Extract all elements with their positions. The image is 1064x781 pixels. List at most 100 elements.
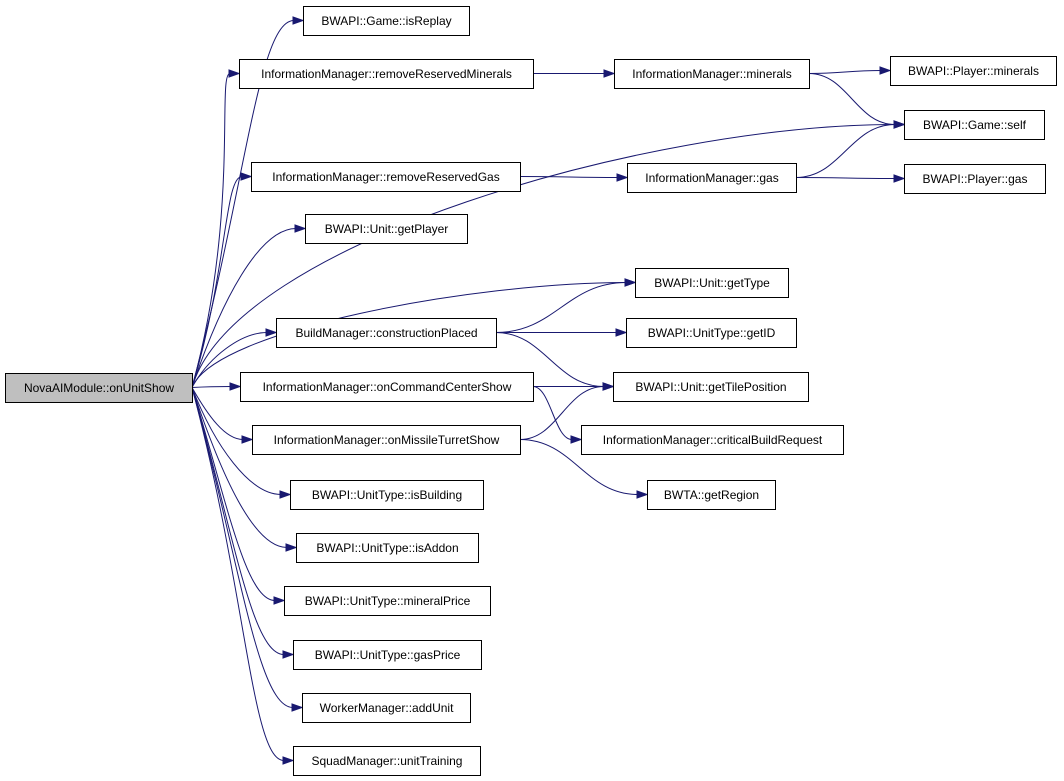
node-label: BWAPI::UnitType::isBuilding xyxy=(312,488,462,502)
node-im-removereservedminerals[interactable]: InformationManager::removeReservedMinera… xyxy=(239,59,534,89)
arrowhead-root-to-bm_constructionplaced xyxy=(265,328,278,337)
node-label: BWAPI::UnitType::gasPrice xyxy=(315,648,461,662)
arrowhead-root-to-sm_unittraining xyxy=(282,756,295,765)
node-label: BWAPI::Unit::getTilePosition xyxy=(635,380,786,394)
arrowhead-root-to-im_removereservedminerals xyxy=(228,69,241,78)
node-im-removereservedgas[interactable]: InformationManager::removeReservedGas xyxy=(251,162,521,192)
node-box xyxy=(647,480,776,510)
edge-im_minerals-to-player_minerals xyxy=(808,70,882,74)
node-game-self[interactable]: BWAPI::Game::self xyxy=(904,110,1045,140)
node-im-onmissileturretshow[interactable]: InformationManager::onMissileTurretShow xyxy=(252,425,521,455)
node-player-gas[interactable]: BWAPI::Player::gas xyxy=(904,164,1046,194)
node-box xyxy=(302,693,471,723)
node-box xyxy=(5,373,193,403)
node-label: BWAPI::Unit::getPlayer xyxy=(325,222,449,236)
node-unittype-mineralprice[interactable]: BWAPI::UnitType::mineralPrice xyxy=(284,586,491,616)
node-box xyxy=(613,372,809,402)
node-unit-getplayer[interactable]: BWAPI::Unit::getPlayer xyxy=(305,214,468,244)
node-label: InformationManager::removeReservedMinera… xyxy=(261,67,512,81)
node-label: BWAPI::UnitType::getID xyxy=(648,326,776,340)
node-box xyxy=(251,162,521,192)
edge-bm_constructionplaced-to-unit_gettileposition xyxy=(495,332,605,387)
edge-root-to-unittype_isaddon xyxy=(191,387,288,548)
node-im-minerals[interactable]: InformationManager::minerals xyxy=(614,59,810,89)
arrowhead-root-to-im_onmissileturretshow xyxy=(241,435,254,444)
edge-root-to-game_self xyxy=(191,124,896,388)
edge-im_minerals-to-game_self xyxy=(808,73,896,125)
arrowhead-root-to-unittype_mineralprice xyxy=(273,596,286,605)
edge-root-to-im_removereservedminerals xyxy=(191,73,231,388)
edge-root-to-unittype_mineralprice xyxy=(191,387,276,601)
node-label: BWAPI::UnitType::isAddon xyxy=(316,541,458,555)
node-box xyxy=(290,480,484,510)
node-box xyxy=(581,425,844,455)
arrowhead-bm_constructionplaced-to-unit_gettype xyxy=(624,278,637,287)
arrowhead-im_oncommandcentershow-to-im_criticalbuildrequest xyxy=(570,435,583,444)
edge-root-to-unit_getplayer xyxy=(191,228,297,388)
node-wm-addunit[interactable]: WorkerManager::addUnit xyxy=(302,693,471,723)
node-label: BWTA::getRegion xyxy=(664,488,759,502)
node-box xyxy=(293,746,481,776)
edge-im_oncommandcentershow-to-im_criticalbuildrequest xyxy=(532,386,573,440)
arrowhead-root-to-wm_addunit xyxy=(291,703,304,712)
arrowhead-bm_constructionplaced-to-unittype_getid xyxy=(615,328,628,337)
node-unittype-isaddon[interactable]: BWAPI::UnitType::isAddon xyxy=(296,533,479,563)
node-label: InformationManager::criticalBuildRequest xyxy=(603,433,823,447)
nodes-layer: NovaAIModule::onUnitShow BWAPI::Game::isR… xyxy=(5,6,1057,776)
node-label: SquadManager::unitTraining xyxy=(312,754,463,768)
node-bm-constructionplaced[interactable]: BuildManager::constructionPlaced xyxy=(276,318,497,348)
node-box xyxy=(240,372,534,402)
arrowhead-root-to-unittype_gasprice xyxy=(282,650,295,659)
node-unittype-isbuilding[interactable]: BWAPI::UnitType::isBuilding xyxy=(290,480,484,510)
node-bwta-getregion[interactable]: BWTA::getRegion xyxy=(647,480,776,510)
node-box xyxy=(626,318,797,348)
arrowhead-root-to-im_oncommandcentershow xyxy=(229,382,242,391)
arrowhead-im_removereservedminerals-to-im_minerals xyxy=(603,69,616,78)
node-label: InformationManager::minerals xyxy=(632,67,791,81)
edge-root-to-bm_constructionplaced xyxy=(191,332,268,388)
node-unit-gettileposition[interactable]: BWAPI::Unit::getTilePosition xyxy=(613,372,809,402)
node-im-gas[interactable]: InformationManager::gas xyxy=(627,163,797,193)
node-label: BWAPI::Unit::getType xyxy=(654,276,770,290)
node-im-criticalbuildrequest[interactable]: InformationManager::criticalBuildRequest xyxy=(581,425,844,455)
node-box xyxy=(635,268,789,298)
edge-im_onmissileturretshow-to-bwta_getregion xyxy=(519,439,639,495)
node-label: BWAPI::Game::self xyxy=(923,118,1027,132)
arrowhead-im_removereservedgas-to-im_gas xyxy=(616,173,629,182)
node-unittype-gasprice[interactable]: BWAPI::UnitType::gasPrice xyxy=(293,640,482,670)
node-box xyxy=(293,640,482,670)
edge-bm_constructionplaced-to-unit_gettype xyxy=(495,282,627,333)
node-sm-unittraining[interactable]: SquadManager::unitTraining xyxy=(293,746,481,776)
node-box xyxy=(239,59,534,89)
node-label: BWAPI::UnitType::mineralPrice xyxy=(305,594,471,608)
node-box xyxy=(252,425,521,455)
arrowhead-root-to-game_isreplay xyxy=(292,16,305,25)
node-box xyxy=(305,214,468,244)
node-root[interactable]: NovaAIModule::onUnitShow xyxy=(5,373,193,403)
edges-layer xyxy=(191,16,906,765)
edge-root-to-sm_unittraining xyxy=(191,387,285,761)
arrowhead-root-to-unit_getplayer xyxy=(294,224,307,233)
node-unit-gettype[interactable]: BWAPI::Unit::getType xyxy=(635,268,789,298)
node-label: BWAPI::Player::gas xyxy=(923,172,1028,186)
node-box xyxy=(890,56,1057,86)
node-label: WorkerManager::addUnit xyxy=(320,701,455,715)
node-im-oncommandcentershow[interactable]: InformationManager::onCommandCenterShow xyxy=(240,372,534,402)
node-box xyxy=(627,163,797,193)
node-game-isreplay[interactable]: BWAPI::Game::isReplay xyxy=(303,6,470,36)
node-box xyxy=(296,533,479,563)
node-label: BWAPI::Player::minerals xyxy=(908,64,1039,78)
arrowhead-root-to-unittype_isbuilding xyxy=(279,490,292,499)
arrowhead-root-to-im_removereservedgas xyxy=(240,172,253,181)
node-label: BuildManager::constructionPlaced xyxy=(295,326,477,340)
edge-root-to-unit_gettype xyxy=(191,282,627,388)
node-unittype-getid[interactable]: BWAPI::UnitType::getID xyxy=(626,318,797,348)
edge-im_gas-to-player_gas xyxy=(795,177,896,179)
edge-im_removereservedgas-to-im_gas xyxy=(519,176,619,178)
node-label: InformationManager::onCommandCenterShow xyxy=(263,380,512,394)
node-label: InformationManager::onMissileTurretShow xyxy=(274,433,500,447)
node-box xyxy=(904,110,1045,140)
node-box xyxy=(284,586,491,616)
node-player-minerals[interactable]: BWAPI::Player::minerals xyxy=(890,56,1057,86)
